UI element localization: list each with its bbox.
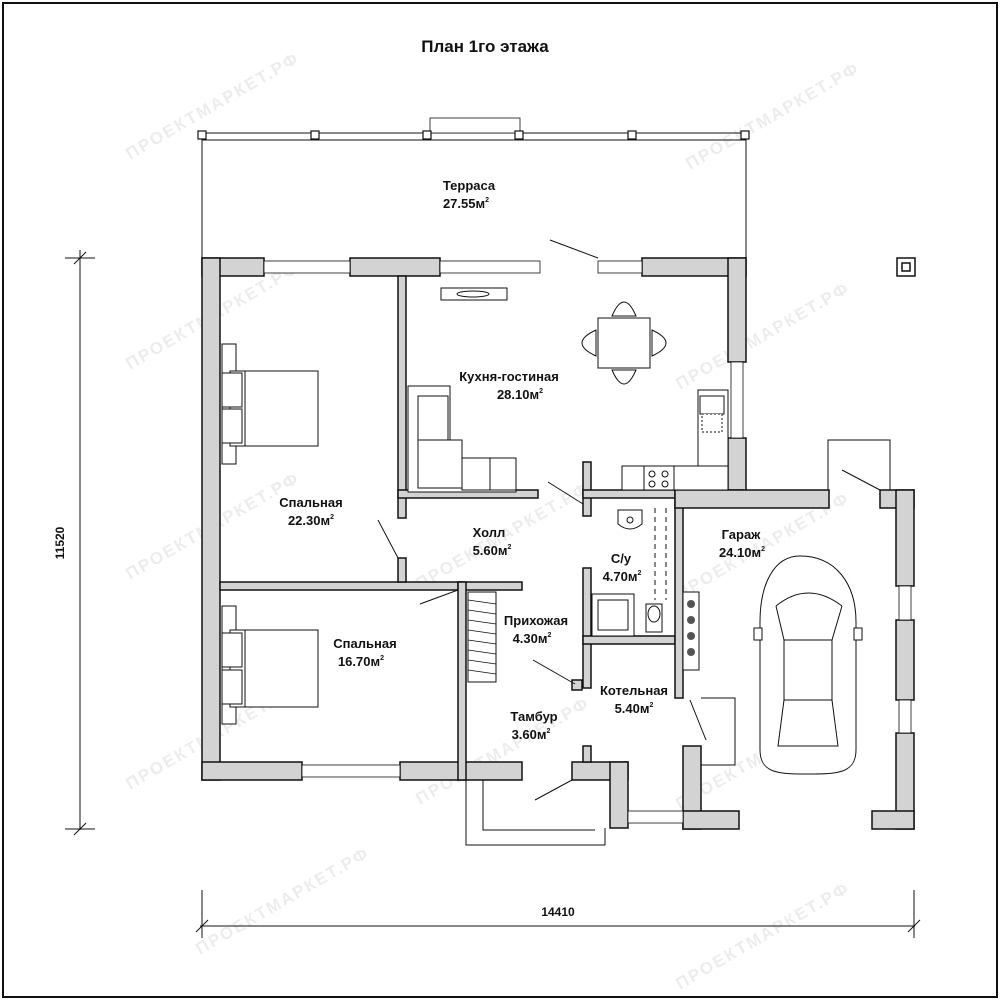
room-name-boiler: Котельная	[600, 683, 668, 698]
plan-title: План 1го этажа	[421, 37, 549, 56]
room-name-bath: С/у	[611, 551, 632, 566]
boiler-equipment	[682, 591, 700, 671]
room-area-terrace: 27.55м2	[443, 196, 489, 211]
room-name-bedroom-1: Спальная	[279, 495, 342, 510]
room-area-hall: 5.60м2	[473, 543, 512, 558]
room-area-kitchen: 28.10м2	[497, 387, 543, 402]
bathroom-fixtures	[591, 508, 667, 637]
watermark: ПРОЕКТМАРКЕТ.РФ	[123, 48, 303, 163]
walls	[201, 257, 915, 830]
room-name-garage: Гараж	[722, 527, 762, 542]
terrace-post	[422, 130, 432, 140]
watermark: ПРОЕКТМАРКЕТ.РФ	[673, 878, 853, 993]
terrace-post	[740, 130, 750, 140]
wardrobe	[467, 591, 497, 683]
bed-1	[221, 343, 319, 465]
room-name-hall: Холл	[473, 525, 506, 540]
windows	[263, 260, 912, 824]
room-name-terrace: Терраса	[443, 178, 496, 193]
terrace-post	[514, 130, 524, 140]
room-area-entry: 4.30м2	[513, 631, 552, 646]
terrace-outline	[197, 117, 750, 259]
width-dimension: 14410	[541, 905, 575, 919]
room-area-garage: 24.10м2	[719, 545, 765, 560]
terrace-post	[627, 130, 637, 140]
terrace-post	[197, 130, 207, 140]
room-area-bedroom-1: 22.30м2	[288, 513, 334, 528]
room-name-kitchen: Кухня-гостиная	[459, 369, 559, 384]
watermark: ПРОЕКТМАРКЕТ.РФ	[193, 843, 373, 958]
room-name-entry: Прихожая	[504, 613, 568, 628]
chimney-symbol	[896, 257, 916, 277]
room-area-boiler: 5.40м2	[615, 701, 654, 716]
height-dimension: 11520	[53, 526, 67, 559]
room-labels: Терраса 27.55м2 Кухня-гостиная 28.10м2 С…	[279, 178, 765, 742]
watermark: ПРОЕКТМАРКЕТ.РФ	[683, 58, 863, 173]
room-area-bedroom-2: 16.70м2	[338, 654, 384, 669]
dimension-lines	[65, 250, 921, 938]
room-area-bath: 4.70м2	[603, 569, 642, 584]
room-name-vestibule: Тамбур	[510, 709, 557, 724]
kitchen-furniture	[407, 287, 729, 493]
car	[753, 555, 863, 775]
terrace-post	[310, 130, 320, 140]
watermark: ПРОЕКТМАРКЕТ.РФ	[673, 278, 853, 393]
watermark: ПРОЕКТМАРКЕТ.РФ	[413, 693, 593, 808]
bed-2	[221, 605, 319, 725]
room-area-vestibule: 3.60м2	[512, 727, 551, 742]
room-name-bedroom-2: Спальная	[333, 636, 396, 651]
door-swings	[377, 439, 891, 846]
